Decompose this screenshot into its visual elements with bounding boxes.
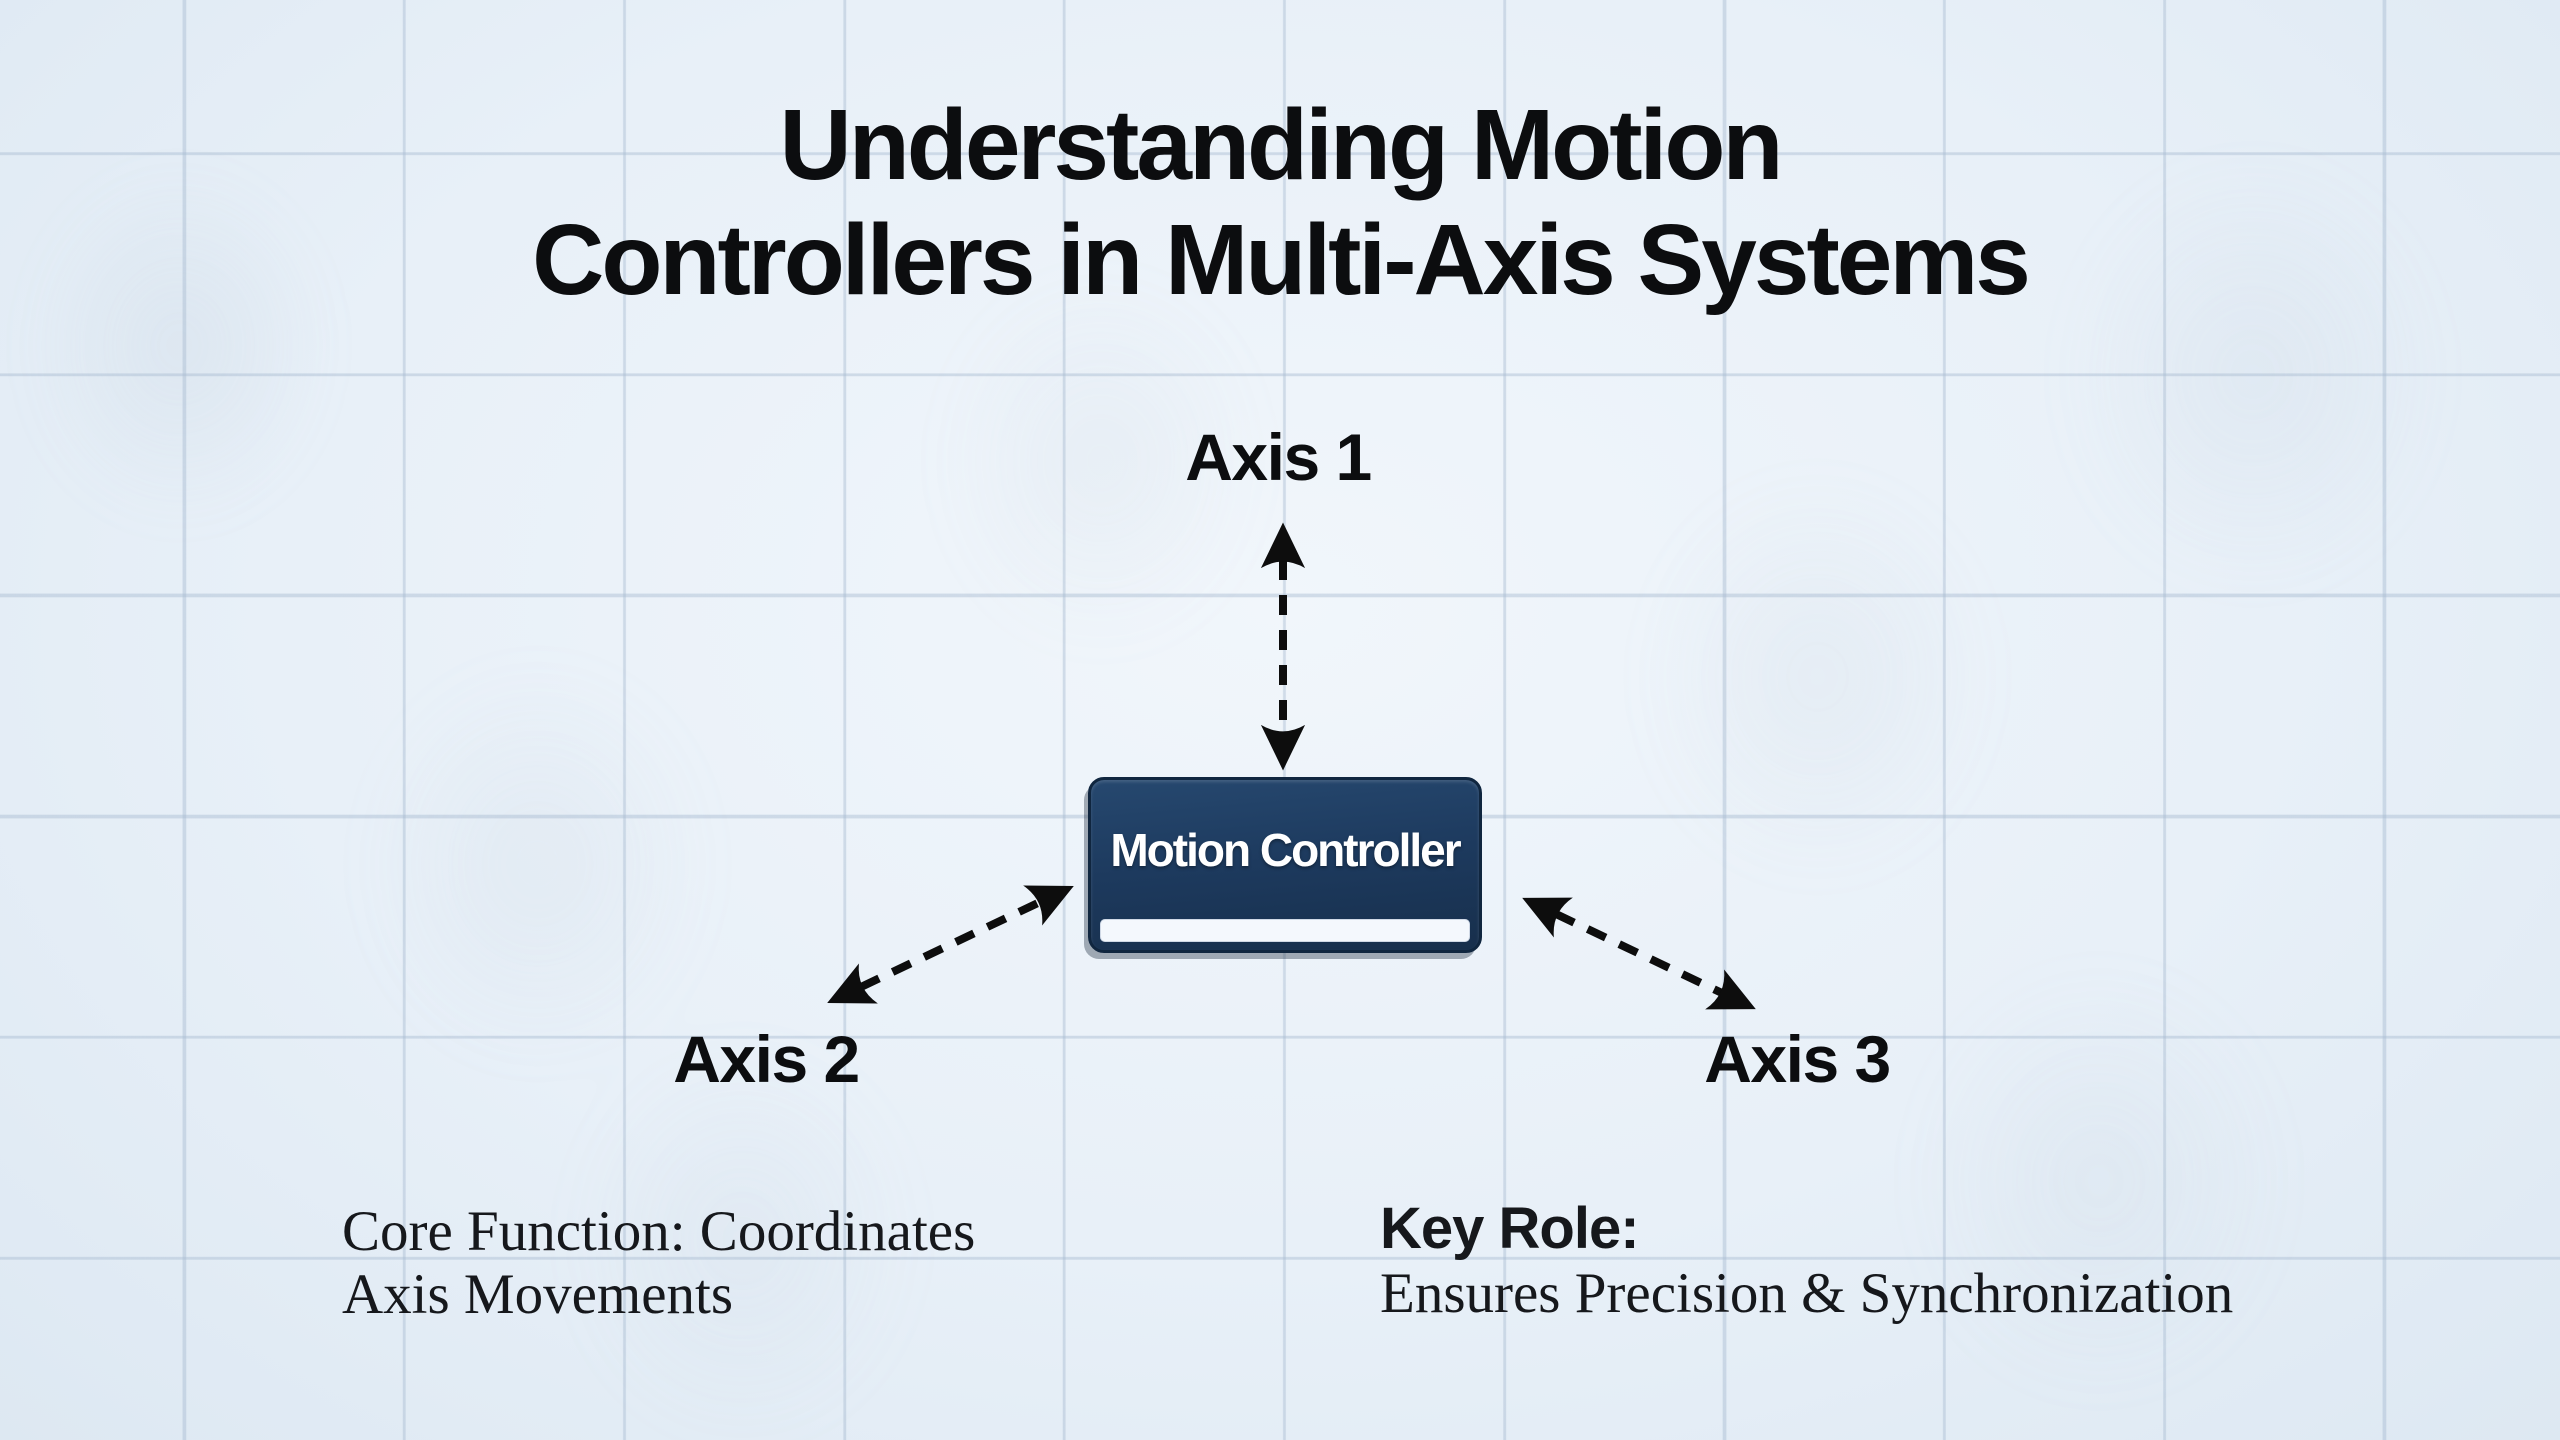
key-role-note: Key Role: Ensures Precision & Synchroniz…	[1380, 1196, 2233, 1326]
axis-2-label: Axis 2	[673, 1022, 860, 1096]
core-function-note: Core Function: Coordinates Axis Movement…	[342, 1200, 975, 1326]
key-role-text: Ensures Precision & Synchronization	[1380, 1262, 2234, 1325]
axis-3-label: Axis 3	[1704, 1022, 1891, 1096]
key-role-heading: Key Role:	[1380, 1196, 1640, 1261]
axis-3-connector-arrow	[1522, 897, 1756, 1010]
motion-controller-box: Motion Controller	[1088, 777, 1482, 953]
axis-1-label: Axis 1	[1185, 420, 1372, 494]
page-title-line-1: Understanding Motion	[779, 89, 1784, 201]
axis-2-connector-arrow	[827, 885, 1074, 1004]
motion-controller-status-bar	[1100, 919, 1470, 942]
page-title-line-2: Controllers in Multi-Axis Systems	[532, 204, 2031, 316]
motion-controller-label: Motion Controller	[1110, 824, 1461, 876]
page-title: Understanding Motion Controllers in Mult…	[0, 88, 2560, 318]
core-function-line-2: Axis Movements	[342, 1263, 734, 1326]
core-function-line-1: Core Function: Coordinates	[342, 1200, 976, 1263]
